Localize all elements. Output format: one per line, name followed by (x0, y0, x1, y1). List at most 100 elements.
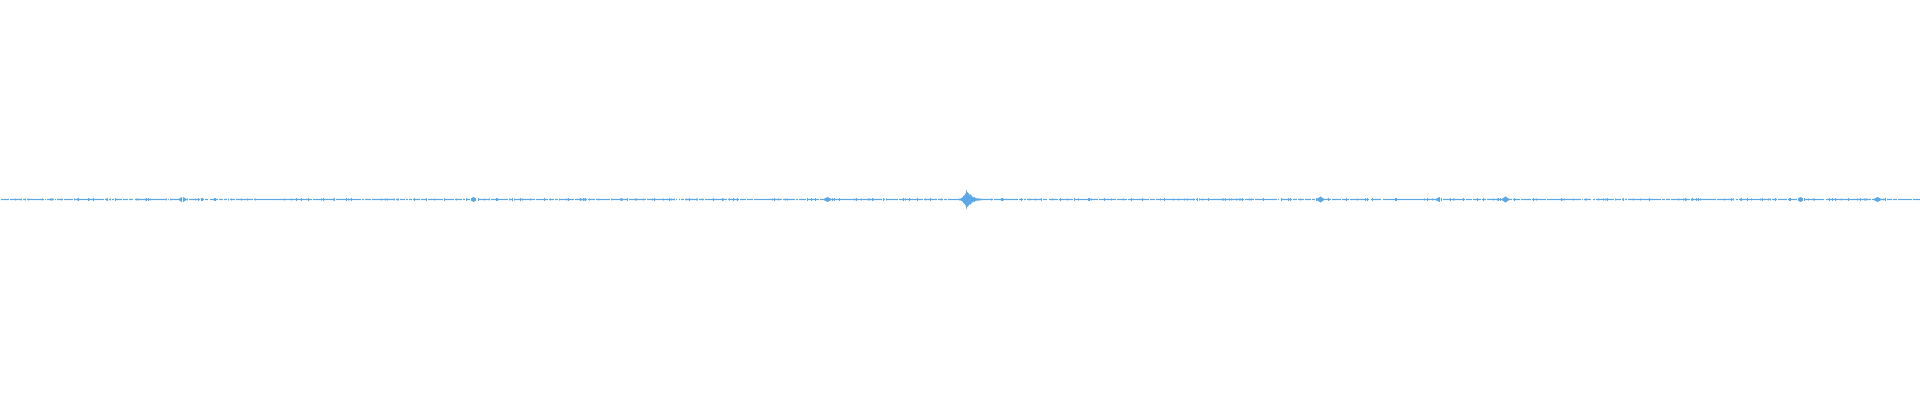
waveform-sample (737, 198, 738, 201)
waveform-sample (641, 198, 642, 201)
waveform-sample (409, 198, 410, 201)
waveform-sample (1057, 198, 1058, 201)
waveform-sample (602, 198, 603, 201)
waveform-sample (1826, 198, 1827, 201)
waveform-sample (1340, 198, 1341, 201)
waveform-sample (1454, 198, 1455, 201)
waveform-sample (1896, 198, 1897, 201)
waveform-sample (1120, 198, 1121, 201)
waveform-sample (1252, 198, 1253, 201)
waveform-sample (1709, 198, 1710, 201)
waveform-sample (1285, 198, 1286, 201)
waveform-sample (1715, 198, 1716, 201)
waveform-sample (643, 198, 644, 201)
waveform-sample (719, 198, 720, 201)
waveform-sample (380, 198, 381, 201)
waveform-sample (897, 198, 898, 201)
waveform-sample (750, 198, 751, 201)
waveform-sample (1193, 198, 1194, 201)
waveform-sample (1154, 198, 1155, 201)
waveform-sample (1660, 198, 1661, 201)
waveform-sample (376, 198, 377, 201)
waveform-sample (288, 198, 289, 201)
waveform-sample (957, 198, 958, 201)
waveform-sample (598, 198, 599, 201)
waveform-sample (1250, 198, 1251, 201)
waveform-sample (348, 198, 349, 201)
waveform-sample (84, 198, 85, 201)
waveform-sample (694, 198, 695, 201)
waveform-sample (626, 198, 627, 201)
waveform-sample (1699, 198, 1700, 201)
waveform-sample (1136, 198, 1137, 201)
waveform-sample (618, 198, 619, 201)
waveform-sample (1447, 198, 1448, 201)
waveform-sample (550, 198, 551, 201)
waveform-sample (1360, 198, 1361, 201)
waveform-sample (633, 198, 634, 201)
waveform-sample (748, 198, 749, 201)
waveform-sample (1530, 198, 1531, 201)
waveform-sample (1619, 198, 1620, 201)
waveform-sample (1893, 198, 1894, 201)
waveform-sample (1102, 198, 1103, 201)
waveform-sample (736, 198, 737, 201)
waveform-sample (1118, 198, 1119, 201)
waveform-sample (286, 198, 287, 201)
waveform-sample (1226, 198, 1227, 201)
waveform-sample (1566, 198, 1567, 201)
waveform-sample (1436, 198, 1437, 201)
waveform-sample (523, 198, 524, 201)
waveform-sample (1736, 198, 1737, 201)
waveform-sample (1656, 198, 1657, 201)
waveform-sample (71, 198, 72, 201)
waveform-sample (988, 198, 989, 201)
waveform-sample (868, 198, 869, 201)
waveform-sample (862, 198, 863, 201)
waveform-sample (668, 198, 669, 201)
waveform-sample (978, 198, 979, 201)
waveform-sample (939, 198, 940, 201)
waveform-sample (1303, 198, 1304, 201)
waveform-sample (1480, 198, 1481, 201)
waveform-sample (1377, 198, 1378, 201)
waveform-sample (1182, 198, 1183, 201)
waveform-sample (1099, 198, 1100, 201)
waveform-sample (1362, 198, 1363, 201)
waveform-sample (483, 198, 484, 201)
waveform-sample (593, 198, 594, 201)
waveform-sample (467, 198, 468, 201)
waveform-sample (445, 198, 446, 201)
waveform-sample (790, 198, 791, 201)
waveform-sample (1375, 198, 1376, 201)
waveform-sample (707, 198, 708, 201)
waveform-sample (805, 198, 806, 201)
waveform-sample (1822, 198, 1823, 201)
waveform-sample (1562, 198, 1563, 201)
waveform-sample (621, 198, 622, 201)
waveform-sample (1827, 198, 1828, 201)
waveform-sample (1113, 198, 1114, 201)
waveform-sample (1021, 198, 1022, 201)
waveform-sample (1157, 198, 1158, 201)
waveform-sample (797, 198, 798, 201)
waveform-sample (194, 198, 195, 201)
waveform-sample (1634, 198, 1635, 201)
waveform-sample (1035, 198, 1036, 201)
waveform-sample (754, 198, 755, 201)
waveform-sample (106, 198, 107, 201)
waveform-sample (1704, 198, 1705, 201)
waveform-sample (1494, 198, 1495, 201)
waveform-sample (1860, 198, 1861, 201)
waveform-sample (895, 198, 896, 201)
waveform-sample (1152, 198, 1153, 201)
waveform-sample (252, 198, 253, 201)
waveform-sample (573, 198, 574, 201)
waveform-sample (1491, 198, 1492, 201)
waveform-sample (469, 198, 470, 201)
waveform-sample (870, 198, 871, 201)
waveform-sample (1459, 198, 1460, 201)
waveform-sample (1376, 198, 1377, 201)
waveform-sample (718, 198, 719, 201)
